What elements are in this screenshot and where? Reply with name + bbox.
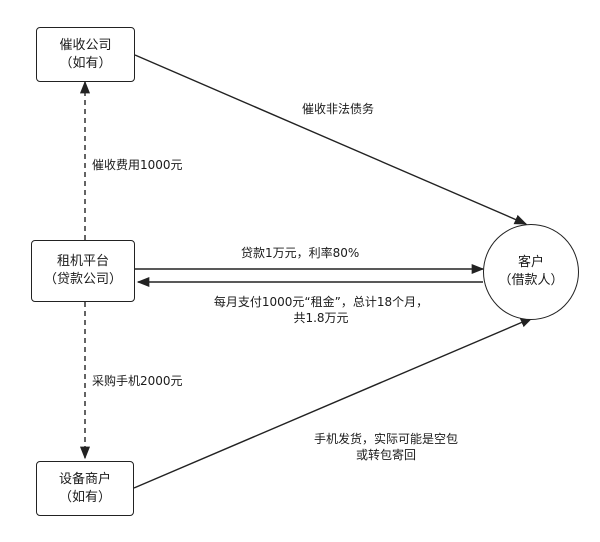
arrow-merchant-to-customer (133, 317, 534, 489)
node-equipment-merchant: 设备商户 （如有） (36, 461, 134, 516)
edge-label-merchant-to-customer: 手机发货，实际可能是空包 或转包寄回 (296, 431, 476, 463)
node-customer: 客户 （借款人） (483, 224, 579, 320)
edge-label-collection-to-customer: 催收非法债务 (302, 102, 375, 116)
node-collection-company: 催收公司 （如有） (36, 27, 135, 82)
edge-label-line2: 或转包寄回 (355, 448, 416, 462)
edge-label-platform-to-merchant: 采购手机2000元 (92, 374, 183, 388)
edge-label-platform-to-customer: 贷款1万元，利率80% (241, 246, 360, 260)
node-label-line1: 租机平台 (56, 254, 109, 269)
edge-label-platform-to-collection: 催收费用1000元 (92, 158, 183, 172)
node-label-line2: （如有） (59, 55, 112, 71)
node-label-line2: （借款人） (498, 273, 564, 288)
node-label-line2: （贷款公司） (43, 272, 122, 287)
node-label-line1: 设备商户 (58, 471, 111, 487)
node-label-line1: 催收公司 (59, 37, 112, 53)
arrow-collection-to-customer (134, 54, 528, 225)
node-label-line2: （如有） (58, 489, 111, 505)
node-label-line1: 客户 (517, 255, 544, 270)
edge-label-line2: 共1.8万元 (293, 311, 349, 325)
edge-label-line1: 每月支付1000元“租金”，总计18个月， (213, 295, 429, 309)
edge-label-line1: 手机发货，实际可能是空包 (313, 432, 458, 446)
node-rental-platform: 租机平台 （贷款公司） (31, 240, 135, 302)
edge-label-customer-to-platform: 每月支付1000元“租金”，总计18个月， 共1.8万元 (196, 294, 446, 326)
